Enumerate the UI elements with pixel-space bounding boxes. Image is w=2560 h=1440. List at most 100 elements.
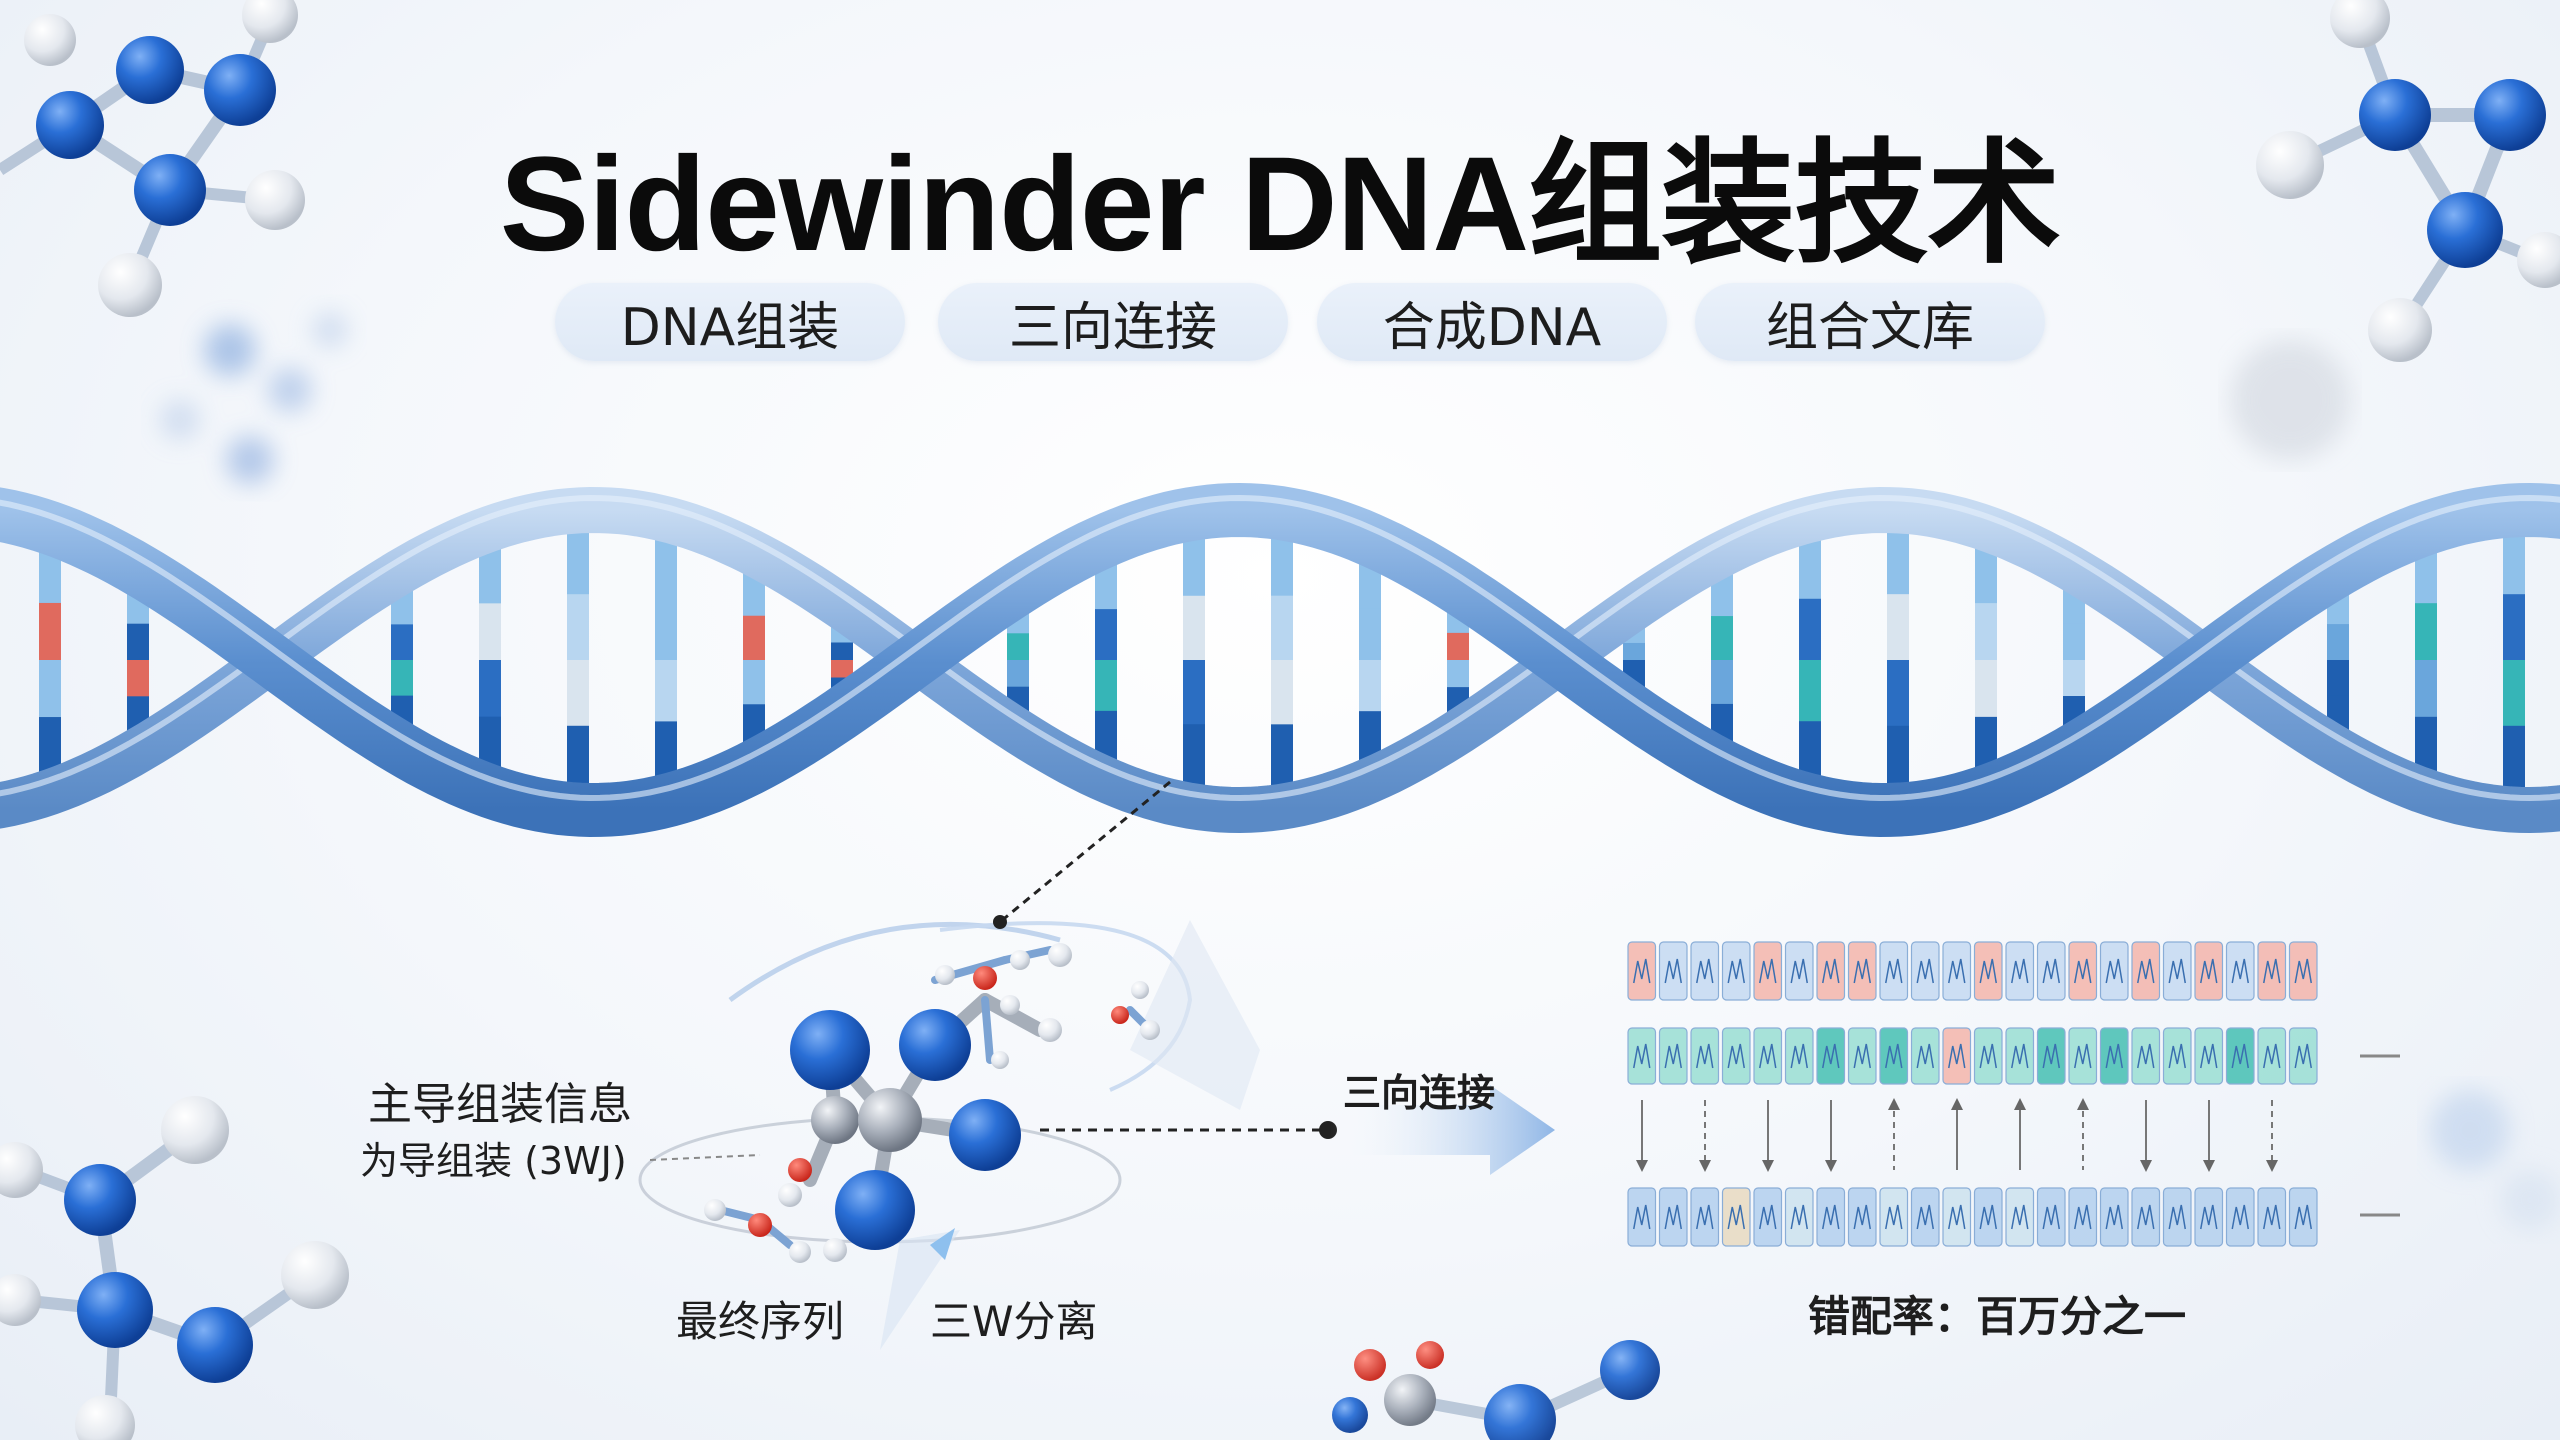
base-pair-segment <box>1271 660 1293 726</box>
molecule-bottom-center <box>1332 1340 1660 1440</box>
peak-glyph <box>1885 1204 1903 1230</box>
molecule-blurred-left <box>160 312 348 484</box>
peak-glyph <box>1696 1204 1714 1230</box>
peak-glyph <box>1633 958 1651 984</box>
alignment-arrowhead <box>2077 1098 2089 1110</box>
three-way-arrow <box>1330 1085 1555 1175</box>
sequence-cell <box>1721 941 1751 1001</box>
sequence-cell <box>1753 1027 1783 1085</box>
sequence-cell <box>1973 1187 2003 1247</box>
base-pair-segment <box>567 725 589 793</box>
base-pair-segment <box>1623 642 1645 661</box>
peak-glyph <box>2294 1204 2312 1230</box>
alignment-arrowhead <box>1888 1098 1900 1110</box>
peak-glyph <box>2231 958 2249 984</box>
sequence-cell <box>1847 941 1877 1001</box>
sequence-cell <box>2068 1187 2098 1247</box>
sequence-cell <box>1942 1027 1972 1085</box>
peak-glyph <box>2263 1043 2281 1069</box>
sequence-cell <box>1973 941 2003 1001</box>
alignment-arrowhead <box>2203 1160 2215 1172</box>
peak-glyph <box>2137 1043 2155 1069</box>
base-pair-segment <box>1447 632 1469 661</box>
peak-glyph <box>2168 958 2186 984</box>
sequence-cell <box>1816 1027 1846 1085</box>
alignment-arrowhead <box>2014 1098 2026 1110</box>
sequence-cell <box>2225 1027 2255 1085</box>
sequence-cell <box>2099 1187 2129 1247</box>
base-pair-segment <box>2063 660 2085 698</box>
peak-glyph <box>1664 1204 1682 1230</box>
keyword-tags: DNA组装 三向连接 合成DNA 组合文库 <box>0 283 2560 361</box>
peak-glyph <box>2200 958 2218 984</box>
base-pair-segment <box>1447 660 1469 689</box>
base-pair-segment <box>1271 724 1293 790</box>
base-pair-segment <box>2503 660 2525 727</box>
base-pair-segment <box>1183 724 1205 790</box>
peak-glyph <box>1727 1043 1745 1069</box>
peak-glyph <box>2011 1204 2029 1230</box>
sequence-cell <box>2036 941 2066 1001</box>
sequence-cell <box>1973 1027 2003 1085</box>
base-pair-segment <box>2415 603 2437 661</box>
sequence-cell <box>2036 1027 2066 1085</box>
sequence-cell <box>2162 941 2192 1001</box>
sequence-cell <box>2162 1187 2192 1247</box>
base-pair-segment <box>1271 531 1293 597</box>
sequence-cell <box>1879 1027 1909 1085</box>
label-guide-info: 主导组装信息 <box>368 1079 632 1130</box>
peak-glyph <box>1727 958 1745 984</box>
peak-glyph <box>1948 958 1966 984</box>
alignment-arrowhead <box>1951 1098 1963 1110</box>
peak-glyph <box>2168 1204 2186 1230</box>
base-pair-segment <box>1271 595 1293 661</box>
sequence-cell <box>1784 941 1814 1001</box>
peak-glyph <box>1790 1043 1808 1069</box>
base-pair-segment <box>1711 616 1733 661</box>
base-pair-segment <box>479 603 501 661</box>
base-pair-segment <box>1007 660 1029 688</box>
peak-glyph <box>1664 958 1682 984</box>
peak-glyph <box>2294 1043 2312 1069</box>
base-pair-segment <box>1975 716 1997 775</box>
sequence-cell <box>2131 1187 2161 1247</box>
peak-glyph <box>2200 1204 2218 1230</box>
sequence-cell <box>1910 941 1940 1001</box>
peak-glyph <box>2200 1043 2218 1069</box>
base-pair-segment <box>1799 721 1821 784</box>
label-final-sequence: 最终序列 <box>676 1297 845 1346</box>
peak-glyph <box>1822 1204 1840 1230</box>
peak-glyph <box>2042 958 2060 984</box>
peak-glyph <box>1916 1204 1934 1230</box>
connector-helix-to-molecule <box>999 780 1171 924</box>
peak-glyph <box>1853 1043 1871 1069</box>
page-title: Sidewinder DNA组装技术 <box>499 130 2061 279</box>
base-pair-segment <box>127 660 149 698</box>
sequence-cell <box>1721 1027 1751 1085</box>
base-pair-segment <box>127 623 149 661</box>
base-pair-segment <box>2415 716 2437 775</box>
sequence-cell <box>1627 1027 1657 1085</box>
dna-backbone-strand <box>0 482 2560 838</box>
base-pair-segment <box>39 717 61 776</box>
base-pair-segment <box>2503 594 2525 661</box>
label-3w-separation: 三W分离 <box>930 1297 1098 1346</box>
base-pair-segment <box>655 598 677 661</box>
alignment-arrowhead <box>1699 1160 1711 1172</box>
sequence-cell <box>2288 1187 2318 1247</box>
peak-glyph <box>1853 958 1871 984</box>
base-pair-segment <box>655 537 677 600</box>
sequence-cell <box>2036 1187 2066 1247</box>
sequence-cell <box>2005 1187 2035 1247</box>
peak-glyph <box>2042 1204 2060 1230</box>
peak-glyph <box>1916 958 1934 984</box>
base-pair-segment <box>1095 609 1117 661</box>
sequence-cell <box>2257 1187 2287 1247</box>
base-pair-segment <box>655 721 677 784</box>
peak-glyph <box>1696 958 1714 984</box>
base-pair-segment <box>831 660 853 679</box>
sequence-cell <box>2068 941 2098 1001</box>
sequence-cell <box>1753 941 1783 1001</box>
sequence-alignment-grid <box>1627 941 2400 1247</box>
